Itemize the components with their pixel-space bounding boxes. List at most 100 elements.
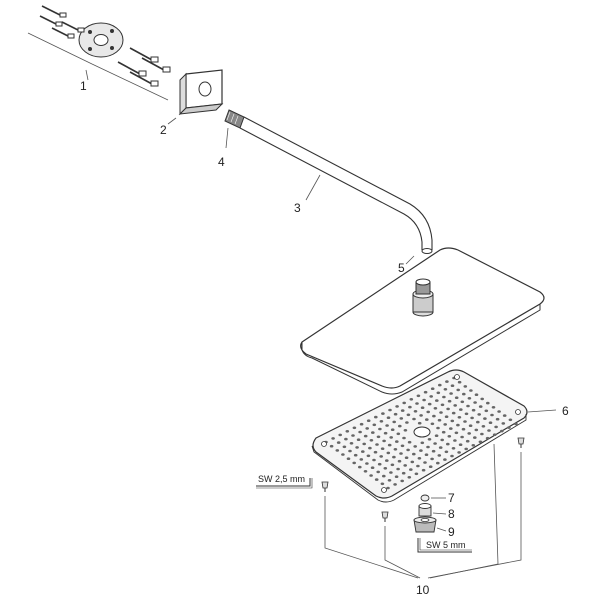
nozzle-hole <box>416 464 420 468</box>
nozzle-hole <box>443 458 447 461</box>
nozzle-hole <box>453 404 458 407</box>
nozzle-hole <box>394 475 399 479</box>
nozzle-hole <box>414 472 419 476</box>
nozzle-hole <box>469 389 473 392</box>
nozzle-hole <box>425 418 429 421</box>
nozzle-hole <box>426 410 431 414</box>
nozzle-hole <box>390 463 395 467</box>
nozzle-hole <box>416 394 421 398</box>
nozzle-hole <box>468 424 473 428</box>
nozzle-hole <box>386 486 390 490</box>
nozzle-hole <box>436 461 440 465</box>
nozzle-hole <box>379 420 384 423</box>
nozzle-hole <box>359 458 364 461</box>
nozzle-hole <box>400 409 405 412</box>
nozzle-hole <box>374 478 379 481</box>
nozzle-hole <box>485 436 490 440</box>
nozzle-hole <box>436 391 441 395</box>
nozzle-hole <box>422 398 426 402</box>
nozzle-hole <box>413 445 418 448</box>
nozzle-hole <box>420 406 425 410</box>
nozzle-hole <box>438 383 442 387</box>
nozzle-hole <box>439 411 443 414</box>
nozzle-hole <box>393 412 398 416</box>
nozzle-hole <box>457 416 462 419</box>
nozzle-hole <box>430 457 434 461</box>
nozzle-hole <box>466 404 470 408</box>
corner-screw-hole <box>381 487 387 493</box>
nozzle-hole <box>433 442 437 445</box>
nozzle-hole <box>383 467 388 470</box>
nozzle-hole <box>369 439 374 442</box>
nozzle-hole <box>366 454 371 458</box>
nozzle-hole <box>387 479 392 482</box>
nozzle-hole <box>403 429 408 432</box>
nozzle-hole <box>336 441 341 444</box>
callout-2: 2 <box>160 123 167 137</box>
nozzle-hole <box>355 446 359 449</box>
nozzle-hole <box>417 457 422 460</box>
nozzle-hole <box>495 417 500 421</box>
nozzle-hole <box>435 399 439 402</box>
nozzle-hole <box>352 426 357 430</box>
nozzle-hole <box>445 380 449 383</box>
hex-key-small: SW 2,5 mm <box>256 474 313 489</box>
nozzle-hole <box>359 422 364 426</box>
nozzle-hole <box>376 470 381 474</box>
part-5-ball-joint <box>405 255 415 265</box>
nozzle-hole <box>407 476 412 479</box>
nozzle-hole <box>407 440 412 444</box>
part-1-mounting-set <box>27 5 171 101</box>
part-9-nut <box>413 516 447 533</box>
nozzle-hole <box>447 435 452 438</box>
nozzle-hole <box>473 436 477 439</box>
nozzle-hole <box>471 444 476 447</box>
nozzle-hole <box>497 410 501 413</box>
nozzle-hole <box>396 467 400 471</box>
nozzle-hole <box>451 411 456 415</box>
nozzle-hole <box>395 440 399 443</box>
nozzle-hole <box>381 412 385 415</box>
part-4-threaded-end <box>224 109 245 129</box>
nozzle-hole <box>399 417 404 420</box>
nozzle-hole <box>404 456 409 460</box>
nozzle-hole <box>423 461 427 464</box>
nozzle-hole <box>440 438 445 442</box>
nozzle-holes <box>324 376 518 490</box>
nozzle-hole <box>413 410 418 413</box>
nozzle-hole <box>365 462 369 465</box>
nozzle-hole <box>478 405 483 408</box>
nozzle-hole <box>420 441 425 445</box>
shower-head-body <box>300 247 545 395</box>
nozzle-hole <box>386 451 391 455</box>
nozzle-hole <box>406 448 410 452</box>
screw-set-lower <box>117 47 171 87</box>
nozzle-hole <box>380 482 385 486</box>
nozzle-hole <box>395 405 399 408</box>
nozzle-hole <box>424 453 429 457</box>
nozzle-hole <box>444 415 449 419</box>
tool-label-large: SW 5 mm <box>426 540 466 550</box>
callout-1: 1 <box>80 79 87 93</box>
nozzle-hole <box>368 446 372 450</box>
callout-7: 7 <box>448 491 455 505</box>
nozzle-hole <box>474 393 479 397</box>
nozzle-hole <box>376 435 381 439</box>
nozzle-hole <box>447 399 452 403</box>
nozzle-hole <box>390 428 395 432</box>
nozzle-hole <box>473 401 477 404</box>
nozzle-hole <box>442 395 446 399</box>
nozzle-hole <box>331 437 335 440</box>
nozzle-hole <box>410 460 415 464</box>
nozzle-hole <box>415 402 419 405</box>
ball-joint-connector <box>412 278 434 317</box>
nozzle-hole <box>421 468 426 472</box>
nozzle-hole <box>400 479 405 483</box>
nozzle-hole <box>467 432 472 435</box>
nozzle-hole <box>378 427 382 431</box>
nozzle-hole <box>409 468 413 471</box>
nozzle-hole <box>451 447 456 450</box>
nozzle-hole <box>461 427 466 431</box>
nozzle-hole <box>387 443 392 447</box>
tool-label-small: SW 2,5 mm <box>258 474 305 484</box>
